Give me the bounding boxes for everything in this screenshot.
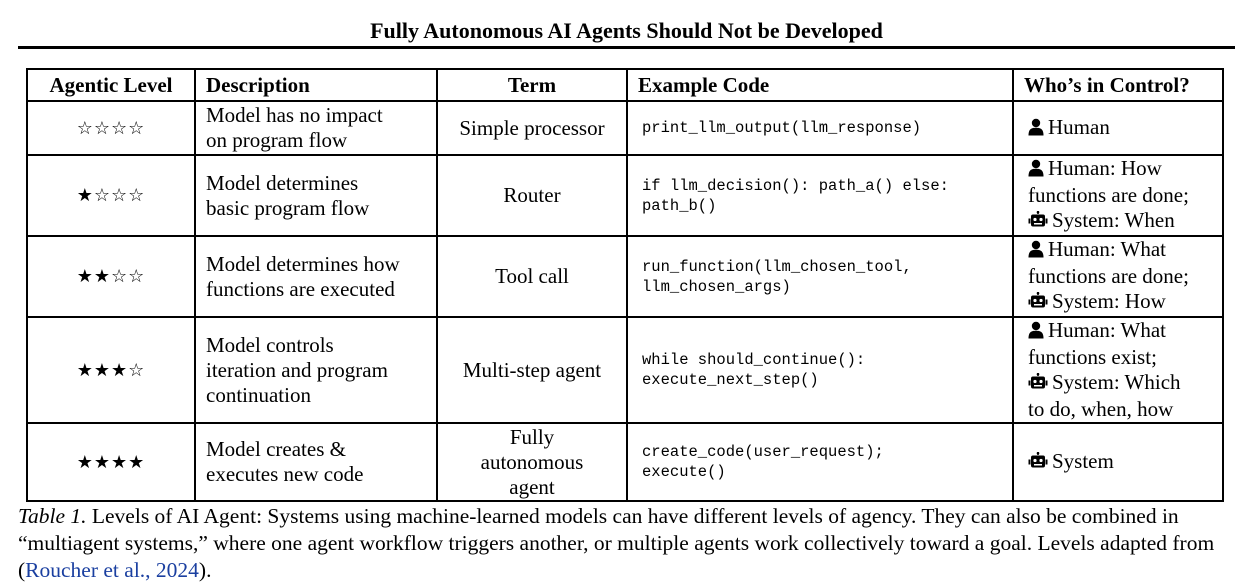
description-line: functions are executed	[206, 276, 395, 301]
agentic-level-stars: ☆☆☆☆	[26, 100, 196, 156]
control-line: System: How	[1052, 289, 1166, 313]
code-line: execute_next_step()	[642, 371, 819, 389]
citation-link[interactable]: Roucher et al., 2024	[25, 558, 199, 582]
control-line: to do, when, how	[1028, 397, 1174, 421]
description-line: executes new code	[206, 462, 364, 486]
description-cell: Model creates &executes new code	[194, 422, 438, 502]
term-line: agent	[509, 474, 555, 499]
column-header-agentic-level: Agentic Level	[26, 68, 196, 102]
code-line: if llm_decision(): path_a() else:	[642, 176, 949, 195]
control-cell: Human: What functions exist;System: Which…	[1012, 316, 1224, 424]
control-line: System	[1052, 448, 1114, 473]
term-cell: Router	[436, 154, 628, 237]
paper-running-title: Fully Autonomous AI Agents Should Not be…	[370, 18, 883, 43]
table-caption: Table 1. Levels of AI Agent: Systems usi…	[18, 503, 1238, 584]
robot-icon	[1028, 210, 1048, 235]
control-line: functions are done;	[1028, 183, 1189, 207]
control-cell: Human: What functions are done;System: Ho…	[1012, 235, 1224, 318]
person-icon	[1028, 117, 1044, 142]
description-line: Model controls	[206, 332, 334, 357]
code-line: path_b()	[642, 196, 717, 215]
table-header-row: Agentic Level Description Term Example C…	[26, 68, 1224, 102]
control-cell: System	[1012, 422, 1224, 502]
control-line: functions are done;	[1028, 264, 1189, 288]
agentic-level-stars: ★☆☆☆	[26, 154, 196, 237]
control-line: Human	[1048, 114, 1110, 139]
person-icon	[1028, 239, 1044, 264]
header-rule	[18, 46, 1235, 49]
code-line: execute()	[642, 463, 726, 481]
robot-icon	[1028, 372, 1048, 397]
robot-icon	[1028, 291, 1048, 316]
control-line: functions exist;	[1028, 345, 1157, 369]
example-code-cell: create_code(user_request); execute()	[626, 422, 1014, 502]
code-line: print_llm_output(llm_response)	[642, 119, 922, 137]
description-line: iteration and program	[206, 357, 388, 382]
term-line: Router	[503, 183, 561, 207]
description-line: Model determines how	[206, 251, 400, 276]
caption-text: Levels of AI Agent: Systems using machin…	[18, 504, 1215, 582]
description-line: Model has no impact	[206, 103, 383, 127]
person-icon	[1028, 320, 1044, 345]
description-line: basic program flow	[206, 195, 370, 220]
caption-end: ).	[198, 558, 212, 582]
control-line: Human: How	[1048, 156, 1162, 180]
term-line: Fully	[509, 424, 555, 449]
control-line: System: Which	[1052, 370, 1181, 394]
control-line: Human: What	[1048, 318, 1167, 342]
term-cell: Multi-step agent	[436, 316, 628, 424]
description-line: Model creates &	[206, 437, 346, 461]
example-code-cell: while should_continue(): execute_next_ste…	[626, 316, 1014, 424]
column-header-term: Term	[436, 68, 628, 102]
code-line: run_function(llm_chosen_tool,	[642, 257, 912, 276]
column-header-whos-in-control: Who’s in Control?	[1012, 68, 1224, 102]
robot-icon	[1028, 451, 1048, 476]
example-code-cell: if llm_decision(): path_a() else:path_b(…	[626, 154, 1014, 237]
term-cell: Simple processor	[436, 100, 628, 156]
person-icon	[1028, 158, 1044, 183]
control-line: Human: What	[1048, 237, 1167, 261]
term-line: Multi-step agent	[462, 357, 602, 382]
caption-label: Table 1.	[18, 504, 87, 528]
term-line: Simple processor	[459, 115, 605, 140]
example-code-cell: print_llm_output(llm_response)	[626, 100, 1014, 156]
column-header-example-code: Example Code	[626, 68, 1014, 102]
description-line: continuation	[206, 382, 311, 407]
code-line: llm_chosen_args)	[642, 277, 791, 296]
code-line: create_code(user_request);	[642, 443, 884, 461]
agentic-level-stars: ★★★★	[26, 422, 196, 502]
term-line: Tool call	[495, 264, 569, 288]
control-line: System: When	[1052, 208, 1175, 232]
agentic-levels-table: Agentic Level Description Term Example C…	[26, 68, 1224, 502]
code-line: while should_continue():	[642, 351, 866, 369]
agentic-level-stars: ★★☆☆	[26, 235, 196, 318]
control-cell: Human	[1012, 100, 1224, 156]
column-header-description: Description	[194, 68, 438, 102]
description-line: on program flow	[206, 128, 348, 152]
description-line: Model determines	[206, 170, 359, 195]
term-line: autonomous	[480, 449, 584, 474]
term-cell: Tool call	[436, 235, 628, 318]
example-code-cell: run_function(llm_chosen_tool,llm_chosen_…	[626, 235, 1014, 318]
agentic-level-stars: ★★★☆	[26, 316, 196, 424]
control-cell: Human: How functions are done;System: Whe…	[1012, 154, 1224, 237]
